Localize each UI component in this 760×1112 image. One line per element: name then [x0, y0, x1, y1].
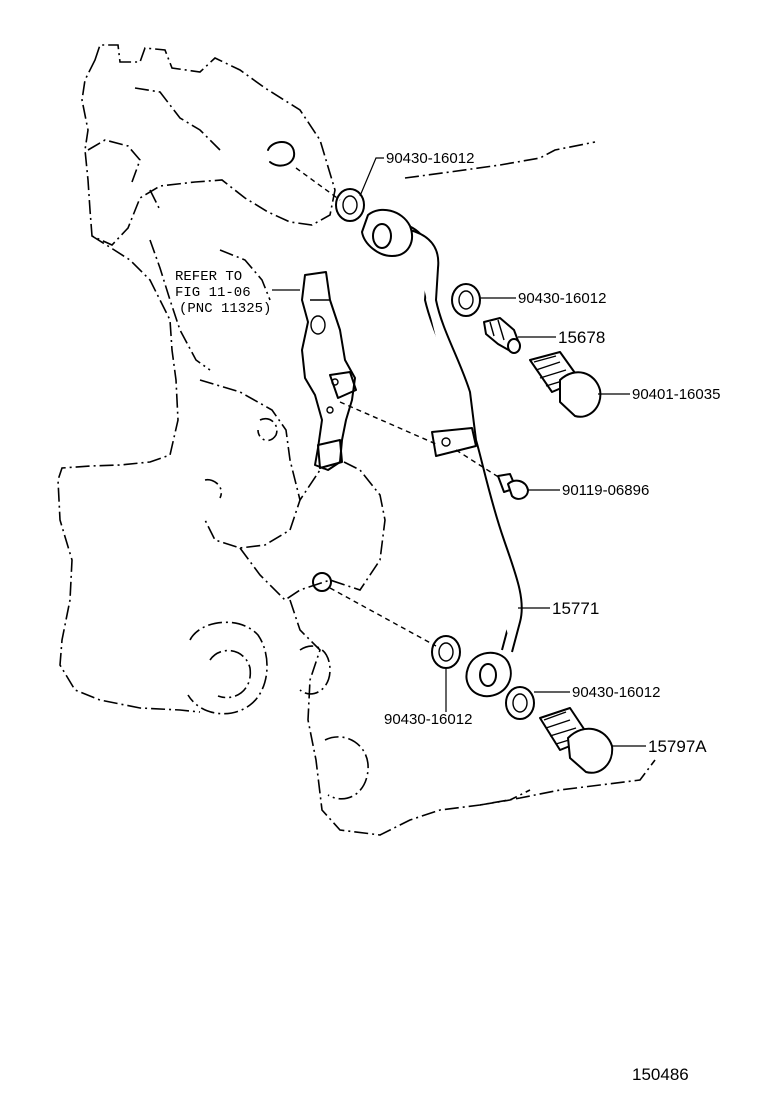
callout-sensor: 15678	[558, 328, 605, 347]
gasket-lower-right	[505, 686, 535, 720]
callout-oil-pipe: 15771	[552, 599, 599, 618]
callout-union-bolt-lower: 15797A	[648, 737, 707, 756]
union-bolt-lower	[539, 707, 614, 774]
leader-lines	[359, 157, 646, 747]
callout-union-bolt-upper: 90401-16035	[632, 386, 720, 403]
oil-pressure-sensor	[483, 317, 521, 354]
gasket-upper-right	[451, 283, 481, 317]
callout-gasket-lower-right: 90430-16012	[572, 684, 660, 701]
reference-note: REFER TO FIG 11-06 (PNC 11325)	[175, 269, 271, 317]
callout-gasket-lower-left: 90430-16012	[384, 711, 472, 728]
reference-note-line3: (PNC 11325)	[179, 301, 271, 317]
figure-number: 150486	[632, 1065, 689, 1084]
gasket-lower-left	[431, 635, 461, 669]
callout-bolt: 90119-06896	[562, 482, 649, 499]
alignment-lines	[295, 167, 501, 647]
callout-gasket-upper-right: 90430-16012	[518, 290, 606, 307]
timing-cover-bracket	[272, 271, 357, 471]
gasket-top	[335, 188, 365, 222]
reference-note-line1: REFER TO	[175, 269, 242, 285]
cover-boss-top	[267, 141, 296, 167]
oil-pipe	[361, 208, 523, 698]
union-bolt-upper	[529, 351, 602, 418]
engine-block-outline	[57, 44, 656, 836]
reference-note-line2: FIG 11-06	[175, 285, 251, 301]
callout-gasket-top: 90430-16012	[386, 150, 474, 167]
bracket-bolt	[497, 473, 529, 500]
